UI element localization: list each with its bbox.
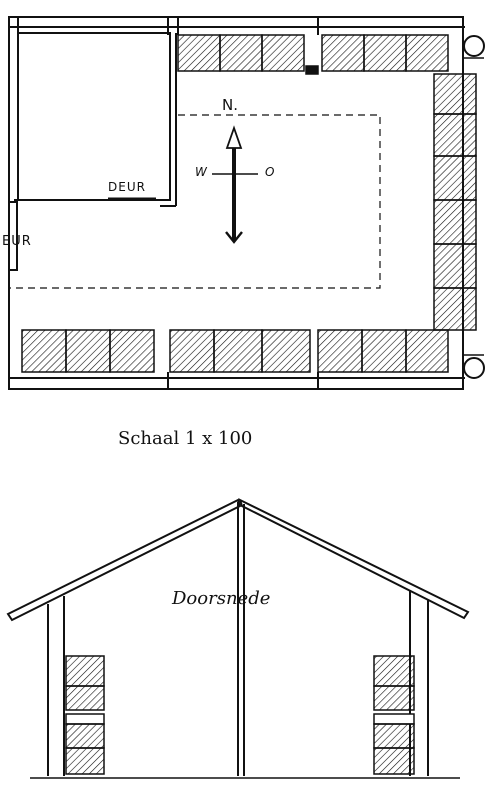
section-drawing bbox=[6, 498, 470, 779]
north-label: N. bbox=[222, 96, 238, 114]
column-top-right bbox=[463, 35, 485, 57]
compass-arrow bbox=[212, 125, 258, 244]
rack-right bbox=[373, 655, 415, 775]
bins-bottom bbox=[21, 329, 449, 373]
roof-left bbox=[6, 498, 242, 622]
door-label-inner: DEUR bbox=[108, 180, 146, 194]
dashed-outline bbox=[10, 114, 381, 289]
column-bottom-right bbox=[463, 357, 485, 379]
door-label-side: EUR bbox=[2, 234, 32, 249]
bins-right bbox=[433, 73, 477, 331]
west-label: W bbox=[195, 165, 207, 179]
bins-top bbox=[177, 34, 449, 75]
section-title: Doorsnede bbox=[172, 588, 271, 609]
roof-right bbox=[238, 498, 470, 620]
east-label: O bbox=[265, 165, 275, 179]
inner-room-wall bbox=[14, 32, 171, 201]
side-door bbox=[8, 201, 18, 271]
rack-left bbox=[65, 655, 105, 775]
floor-plan bbox=[8, 16, 485, 390]
scale-label: Schaal 1 x 100 bbox=[118, 428, 253, 449]
